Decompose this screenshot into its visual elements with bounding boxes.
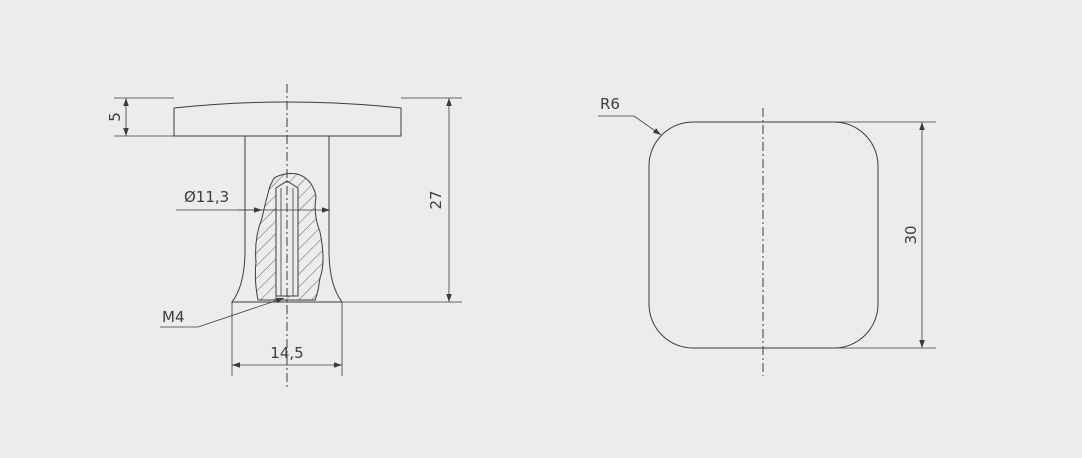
thread-leader xyxy=(197,297,285,328)
dim-head-height-label: 5 xyxy=(106,112,124,122)
dim-diameter-label: Ø11,3 xyxy=(184,188,229,206)
thread-label: M4 xyxy=(162,308,185,326)
radius-label: R6 xyxy=(600,95,620,113)
side-view: 5 Ø11,3 27 M4 14,5 xyxy=(106,84,462,388)
dim-width-label: 30 xyxy=(902,225,920,244)
knob-head xyxy=(173,101,402,137)
dim-total-height-label: 27 xyxy=(427,190,445,209)
top-view: 30 R6 xyxy=(598,95,936,376)
dim-base-width-label: 14,5 xyxy=(270,344,303,362)
radius-leader xyxy=(633,115,662,136)
